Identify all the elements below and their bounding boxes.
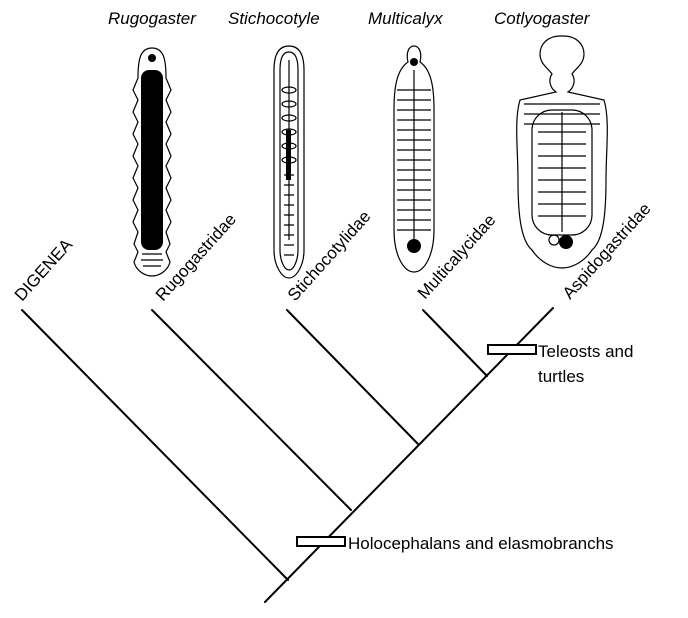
- rugogaster-illustration: [133, 48, 171, 276]
- taxon-label-aspidogastridae: Aspidogastridae: [559, 199, 655, 302]
- branch-multicalycidae: [423, 310, 487, 376]
- taxon-label-digenea: DIGENEA: [11, 235, 77, 305]
- taxon-label-rugogastridae: Rugogastridae: [152, 210, 240, 305]
- holocephalans-marker: [297, 537, 345, 546]
- branch-rugogastridae: [152, 310, 351, 510]
- genus-label-stichocotyle: Stichocotyle: [228, 9, 320, 28]
- branch-stichocotylidae: [287, 310, 418, 444]
- cotlyogaster-illustration: [517, 36, 608, 268]
- stichocotyle-illustration: [274, 46, 304, 278]
- genus-label-multicalyx: Multicalyx: [368, 9, 443, 28]
- branch-digenea: [22, 310, 288, 580]
- multicalyx-illustration: [394, 46, 434, 272]
- genus-label-cotlyogaster: Cotlyogaster: [494, 9, 591, 28]
- annotation-teleosts-line2: turtles: [538, 367, 584, 386]
- teleosts-marker: [488, 345, 536, 354]
- annotation-holocephalans: Holocephalans and elasmobranchs: [348, 534, 614, 553]
- genus-label-rugogaster: Rugogaster: [108, 9, 197, 28]
- taxon-label-multicalycidae: Multicalycidae: [414, 211, 500, 303]
- annotation-teleosts-line1: Teleosts and: [538, 342, 633, 361]
